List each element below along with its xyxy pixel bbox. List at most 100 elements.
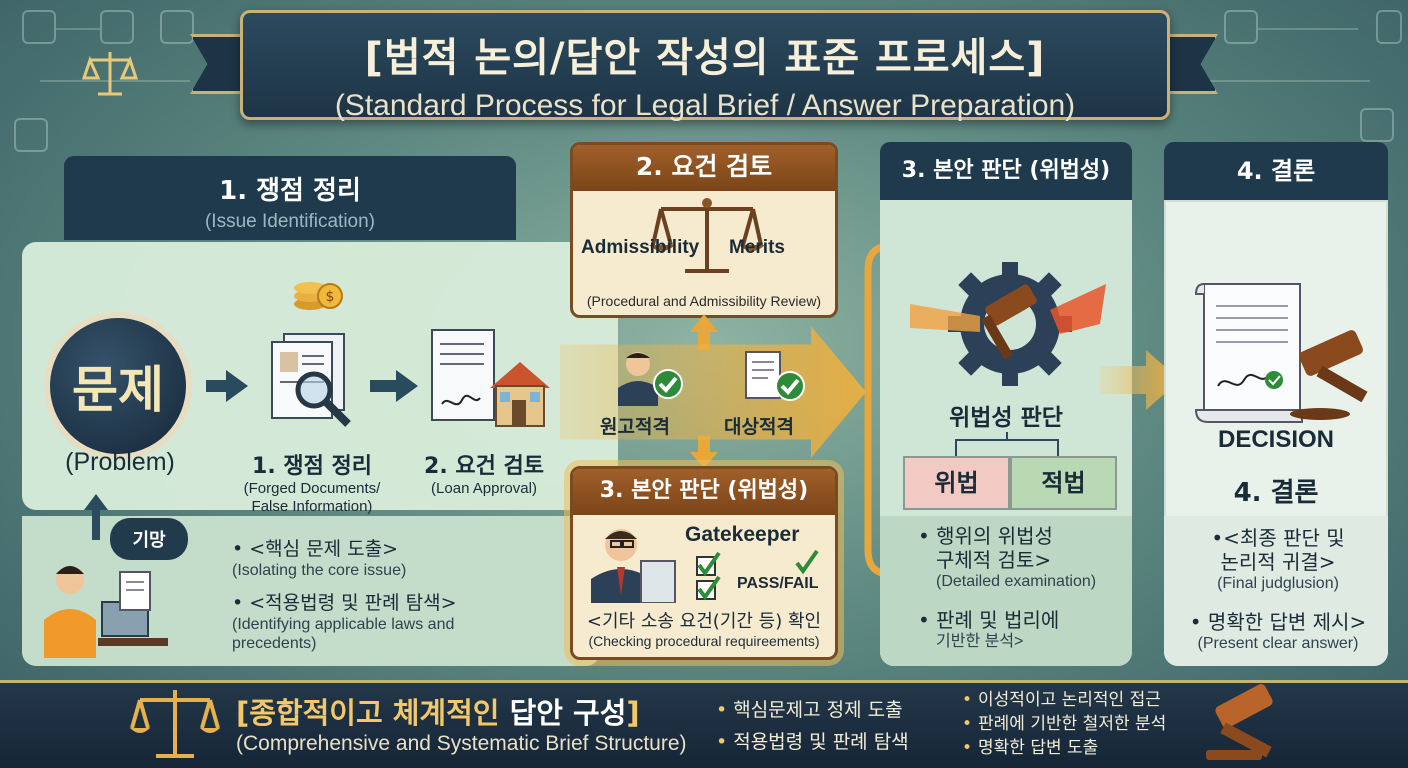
- footer-right-item-1: •이성적이고 논리적인 접근: [962, 690, 1161, 710]
- section4-header: 4. 결론: [1164, 142, 1388, 200]
- section1-subtitle: (Issue Identification): [204, 211, 376, 232]
- scales-icon: [82, 52, 138, 96]
- up-connector: [698, 326, 710, 350]
- footer-right-item-3: •명확한 답변 도출: [962, 738, 1099, 758]
- section3-bullet-1: • 행위의 위법성 구체적 검토> (Detailed examination): [918, 524, 1096, 591]
- document-magnifier-icon: [271, 333, 351, 427]
- footer-mid-item-2-text: 적용법령 및 판례 탐색: [733, 731, 909, 753]
- svg-text:$: $: [326, 289, 335, 305]
- footer-right-item-3-text: 명확한 답변 도출: [978, 738, 1099, 758]
- section1-bullet-1: • <핵심 문제 도출> (Isolating the core issue): [232, 538, 406, 580]
- step1-detail-1: (Forged Documents/: [243, 480, 381, 497]
- section4-bullet-1-en: (Final judglusion): [1217, 575, 1339, 592]
- footer-right-item-2: •판례에 기반한 철저한 분석: [962, 714, 1167, 734]
- section1-title: 1. 쟁점 정리: [219, 176, 361, 206]
- step1-label: 1. 쟁점 정리 (Forged Documents/ False Inform…: [228, 448, 396, 516]
- person-at-computer-icon: [44, 566, 168, 658]
- step1-detail-2: False Information): [251, 498, 373, 515]
- balance-scale-icon: [649, 198, 765, 273]
- section1-bullet-2-ko: • <적용법령 및 판례 탐색>: [232, 592, 457, 614]
- footer-title-c: ]: [626, 696, 640, 730]
- problem-circle: 문제: [44, 312, 192, 460]
- standing-band-arrow: [560, 326, 866, 458]
- section3-bullet-1-en: (Detailed examination): [936, 573, 1097, 590]
- section3-bullet-2-ko2: 기반한 분석>: [936, 633, 1024, 650]
- bracket-connector: [955, 432, 1059, 456]
- title-banner: [법적 논의/답안 작성의 표준 프로세스] (Standard Process…: [240, 10, 1170, 122]
- flow-arrow-2-head: [396, 370, 418, 402]
- down-connector-head: [690, 452, 718, 468]
- title-english: (Standard Process for Legal Brief / Answ…: [334, 89, 1076, 122]
- step2-title: 2. 요건 검토: [424, 454, 544, 479]
- decision-label: DECISION: [1217, 426, 1334, 453]
- gatekeeper-label: Gatekeeper: [685, 523, 800, 546]
- flow-arrow-1-head: [226, 370, 248, 402]
- section4-bullet-2: • 명확한 답변 제시> (Present clear answer): [1172, 610, 1384, 653]
- legal-option: 적법: [1010, 456, 1117, 510]
- problem-label: 문제: [72, 361, 164, 419]
- down-connector: [698, 436, 710, 456]
- gatekeeper-check-en: (Checking procedural requireements): [588, 633, 820, 649]
- gatekeeper-box: 3. 본안 판단 (위법성) Gatekeeper PASS/FAIL <기타 …: [570, 466, 838, 660]
- footer-mid-item-1-text: 핵심문제고 정제 도출: [733, 699, 903, 721]
- section1-bullet-2-en1: (Identifying applicable laws and: [232, 616, 455, 633]
- footer-right-item-1-text: 이성적이고 논리적인 접근: [978, 690, 1161, 710]
- footer-right-list: •이성적이고 논리적인 접근 •판례에 기반한 철저한 분석 •명확한 답변 도…: [962, 688, 1166, 760]
- section3-bullet-2-ko1: • 판례 및 법리에: [918, 608, 1060, 632]
- section3-bullet-1-ko1: • 행위의 위법성: [918, 524, 1053, 548]
- requirements-review-caption: (Procedural and Admissibility Review): [586, 293, 822, 309]
- section4-bullet-1-ko1: •<최종 판단 및: [1211, 526, 1345, 550]
- deception-bubble: 기망: [110, 518, 188, 560]
- section4-bullet-2-en: (Present clear answer): [1197, 635, 1359, 652]
- judgment-document-gavel-icon: [1194, 283, 1368, 423]
- up-arrow-icon: [84, 494, 108, 540]
- section4-bullet-1-ko2: 논리적 귀결>: [1220, 550, 1336, 574]
- section3-bullet-1-ko2: 구체적 검토>: [936, 548, 1052, 572]
- footer-title-a: [종합적이고 체계적인: [236, 696, 510, 730]
- merits-label: Merits: [729, 237, 785, 258]
- footer-title: [종합적이고 체계적인 답안 구성]: [236, 690, 640, 732]
- section4-subpanel: [1164, 516, 1388, 666]
- footer-scales-icon: [130, 690, 220, 758]
- gatekeeper-box-header: 3. 본안 판단 (위법성): [573, 469, 835, 515]
- section1-bullet-1-ko: • <핵심 문제 도출>: [232, 538, 399, 560]
- contract-house-icon: [431, 329, 550, 427]
- problem-english: (Problem): [65, 448, 175, 476]
- footer-gavel-icon: [1206, 684, 1273, 760]
- gear-gavel-icon: [910, 262, 1106, 386]
- flow-arrow-2: [370, 380, 398, 392]
- illegal-option: 위법: [903, 456, 1010, 510]
- flow-arrow-1: [206, 380, 228, 392]
- title-korean: [법적 논의/답안 작성의 표준 프로세스]: [364, 35, 1046, 81]
- admissibility-label: Admissibility: [581, 237, 700, 258]
- document-check-icon: [745, 351, 805, 401]
- coins-icon: $: [294, 282, 343, 310]
- up-connector-head: [690, 314, 718, 332]
- section4-bullet-2-ko1: • 명확한 답변 제시>: [1189, 610, 1367, 634]
- gatekeeper-check-ko: <기타 소송 요건(기간 등) 확인: [586, 611, 822, 632]
- footer-bar: [0, 680, 1408, 768]
- section3-subpanel: [880, 516, 1132, 666]
- conclusion-title: 4. 결론: [1233, 478, 1319, 508]
- section4-bullet-1: •<최종 판단 및 논리적 귀결> (Final judglusion): [1180, 526, 1376, 593]
- footer-right-item-2-text: 판례에 기반한 철저한 분석: [978, 714, 1167, 734]
- to-conclusion-arrow: [1100, 350, 1180, 410]
- illegality-judgment-title: 위법성 판단: [949, 405, 1063, 431]
- requirements-review-box: 2. 요건 검토 Admissibility Merits (Procedura…: [570, 142, 838, 318]
- requirements-review-header: 2. 요건 검토: [573, 145, 835, 191]
- footer-subtitle: (Comprehensive and Systematic Brief Stru…: [236, 732, 687, 755]
- section3-header: 3. 본안 판단 (위법성): [880, 142, 1132, 200]
- subject-standing-label: 대상적격: [724, 416, 794, 438]
- section1-header: 1. 쟁점 정리 (Issue Identification): [64, 156, 516, 240]
- plaintiff-person-icon: [618, 352, 683, 406]
- checkboxes-icon: [696, 549, 819, 601]
- section1-bullet-2-en2: precedents): [232, 635, 317, 652]
- step2-detail: (Loan Approval): [431, 480, 537, 497]
- plaintiff-standing-label: 원고적격: [600, 416, 670, 438]
- footer-title-b: 답안 구성: [509, 696, 627, 730]
- section1-bullet-1-en: (Isolating the core issue): [232, 562, 407, 579]
- pass-fail-label: PASS/FAIL: [737, 575, 819, 592]
- footer-mid-item-1: •핵심문제고 정제 도출: [716, 699, 903, 721]
- step1-title: 1. 쟁점 정리: [252, 454, 372, 479]
- section1-bullet-2: • <적용법령 및 판례 탐색> (Identifying applicable…: [232, 592, 457, 653]
